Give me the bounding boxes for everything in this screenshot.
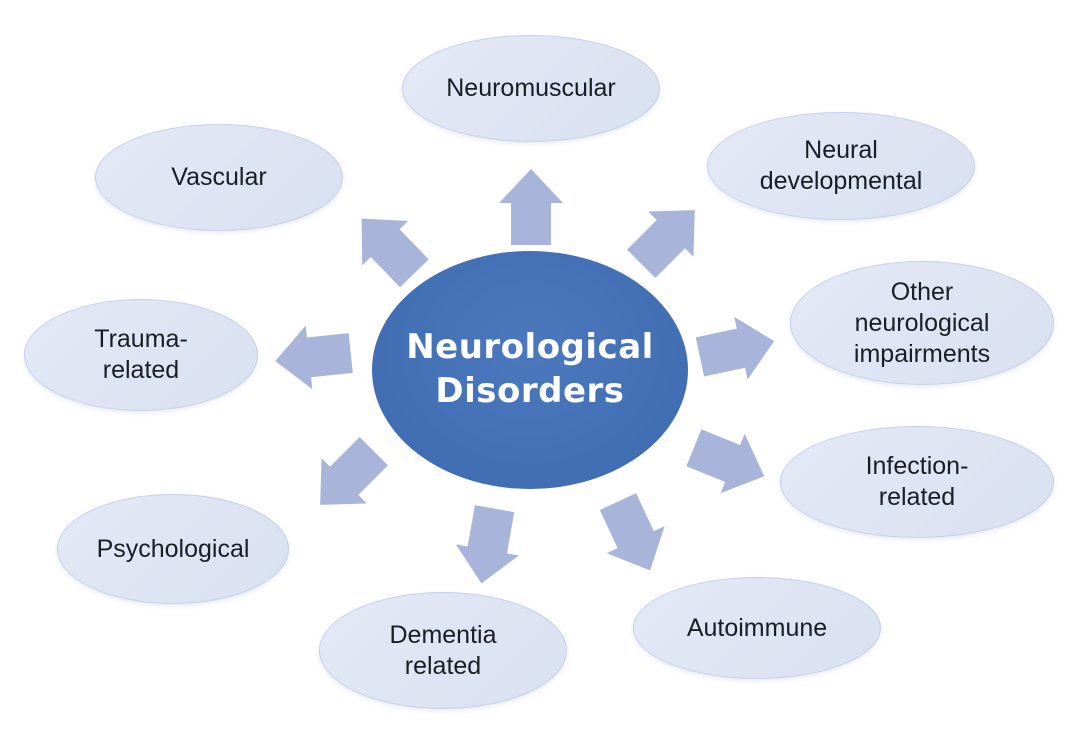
node-neurological-disorders: Neurological Disorders [372, 251, 688, 489]
node-dementia-related: Dementia related [319, 592, 567, 709]
node-label: Infection- related [865, 452, 969, 511]
arrow-down-right-icon [682, 418, 776, 506]
node-label: Psychological [96, 534, 250, 563]
arrow-down-right-steep-icon [589, 488, 679, 584]
arrow-up-left-icon [339, 196, 438, 295]
node-label: Dementia related [389, 620, 497, 680]
node-label: Trauma- related [94, 325, 188, 384]
arrow-right-icon [693, 310, 781, 388]
node-infection-related: Infection- related [780, 426, 1054, 538]
arrow-up-icon [499, 169, 563, 245]
node-psychological: Psychological [57, 494, 289, 604]
center-node-label: Neurological Disorders [406, 327, 654, 411]
arrow-down-left-icon [298, 429, 397, 528]
node-label: Other neurological impairments [853, 277, 991, 368]
node-label: Autoimmune [686, 613, 828, 642]
arrow-down-icon [450, 503, 526, 589]
node-autoimmune: Autoimmune [633, 577, 881, 679]
node-vascular: Vascular [95, 124, 343, 231]
node-neuromuscular: Neuromuscular [402, 35, 660, 142]
node-label: Neural developmental [759, 136, 923, 195]
node-label: Vascular [171, 163, 267, 191]
node-other-neurological-impairments: Other neurological impairments [790, 261, 1054, 385]
arrow-left-icon [272, 321, 354, 393]
node-label: Neuromuscular [446, 74, 616, 102]
node-trauma-related: Trauma- related [24, 299, 258, 411]
arrow-up-right-icon [619, 188, 718, 287]
node-neural-developmental: Neural developmental [707, 112, 975, 220]
